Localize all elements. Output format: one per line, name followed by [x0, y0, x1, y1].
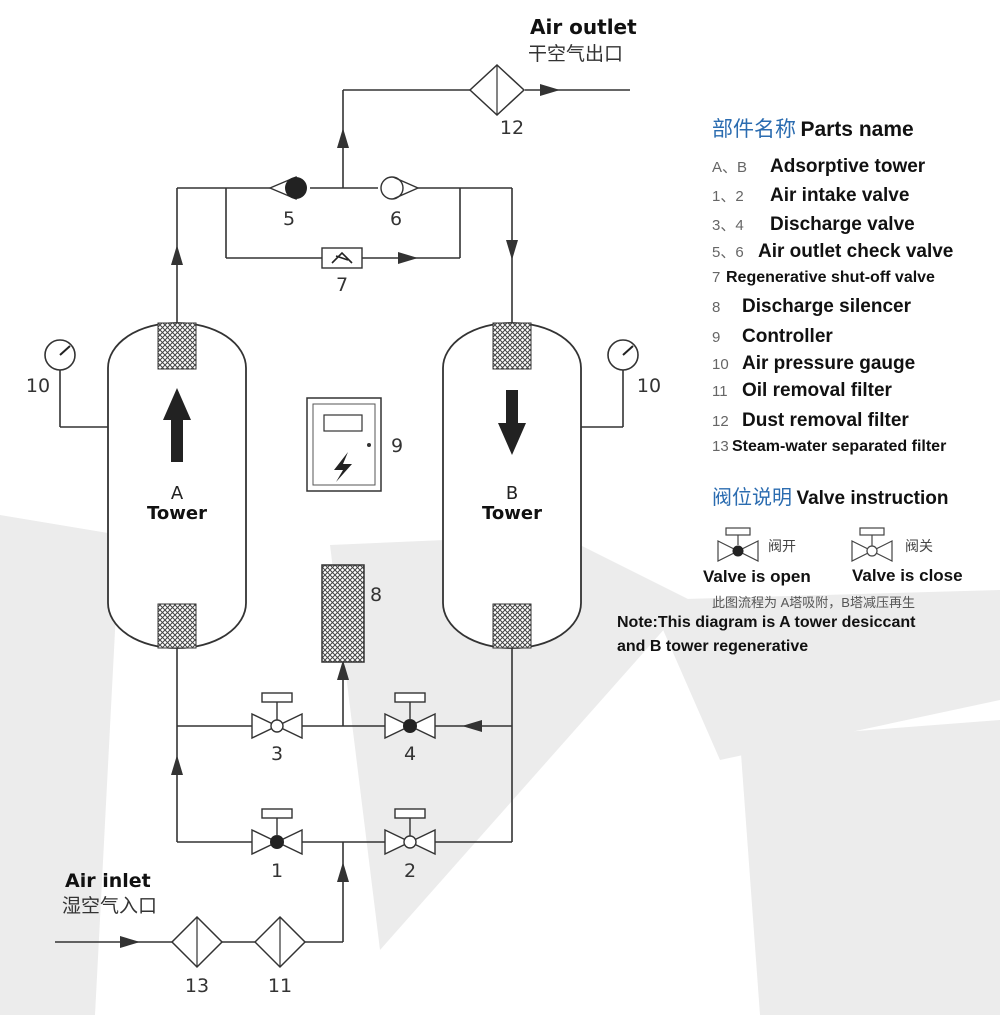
dust-filter-12	[468, 63, 526, 117]
valve-close-icon	[851, 527, 893, 562]
steam-water-filter-13	[170, 915, 224, 969]
tower-b	[442, 322, 582, 649]
inlet-title: Air inlet	[65, 870, 151, 892]
tower-a	[107, 322, 247, 649]
pressure-gauge-right	[607, 339, 639, 371]
shutoff-valve-7	[321, 247, 363, 269]
discharge-valve-3	[251, 692, 303, 740]
outlet-title-cn: 干空气出口	[528, 43, 623, 65]
label-13: 13	[185, 975, 209, 997]
pressure-gauge-left	[44, 339, 76, 371]
label-2: 2	[404, 860, 416, 882]
label-1: 1	[271, 860, 283, 882]
flow-arrows	[120, 84, 560, 948]
discharge-silencer	[321, 564, 365, 663]
tower-b-top-filter	[492, 322, 532, 370]
label-5: 5	[283, 208, 295, 230]
label-10-right: 10	[637, 375, 661, 397]
controller	[306, 397, 382, 492]
piping	[55, 89, 630, 943]
inlet-title-cn: 湿空气入口	[62, 895, 157, 917]
tower-a-top-filter	[157, 322, 197, 370]
up-arrow-icon	[163, 388, 191, 462]
label-8: 8	[370, 584, 382, 606]
check-valve-6	[380, 176, 420, 200]
tower-a-letter: A	[171, 483, 184, 504]
check-valve-5	[268, 175, 307, 201]
label-10-left: 10	[26, 375, 50, 397]
label-12: 12	[500, 117, 524, 139]
intake-valve-2	[384, 808, 436, 856]
label-11: 11	[268, 975, 292, 997]
label-6: 6	[390, 208, 402, 230]
watermark	[0, 515, 1000, 1015]
discharge-valve-4	[384, 692, 436, 740]
outlet-title: Air outlet	[530, 15, 637, 39]
down-arrow-icon	[498, 390, 526, 455]
oil-filter-11	[253, 915, 307, 969]
label-4: 4	[404, 743, 416, 765]
tower-a-bottom-filter	[157, 603, 197, 649]
lightning-icon	[334, 452, 352, 482]
valve-open-icon	[717, 527, 759, 562]
label-9: 9	[391, 435, 403, 457]
label-3: 3	[271, 743, 283, 765]
label-7: 7	[336, 274, 348, 296]
tower-b-bottom-filter	[492, 603, 532, 649]
tower-b-letter: B	[506, 483, 518, 504]
tower-b-label: Tower	[482, 503, 542, 524]
intake-valve-1	[251, 808, 303, 856]
tower-a-label: Tower	[147, 503, 207, 524]
